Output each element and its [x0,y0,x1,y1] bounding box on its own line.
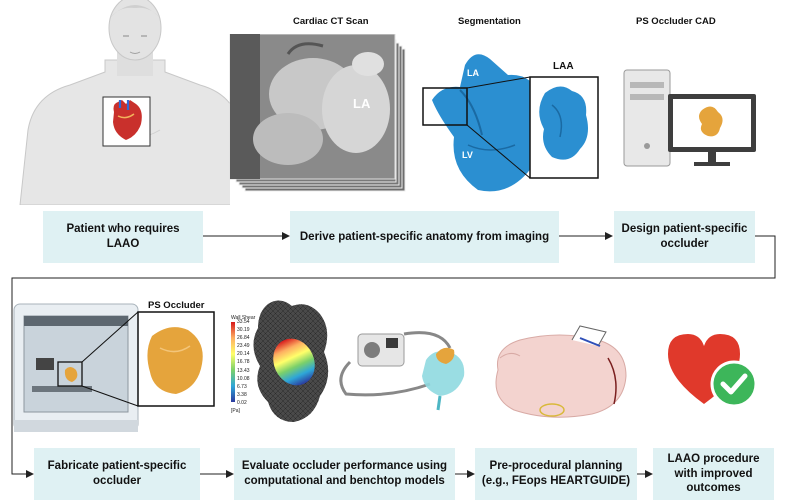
legend-value: 16.78 [237,359,250,366]
cad-caption: PS Occluder CAD [636,16,716,27]
legend-value: 30.19 [237,327,250,334]
legend-value: 6.73 [237,383,247,390]
seg-lv-label: LV [462,150,473,160]
legend-value: 23.49 [237,343,250,350]
legend-value: 33.54 [237,319,250,325]
ct-la-label: LA [353,96,371,111]
laa-zoom-frame-small [422,87,468,126]
legend-value: 3.38 [237,391,247,398]
3d-printer [13,303,215,432]
step-laao-outcome: LAAO procedure with improved outcomes [653,448,774,500]
printed-occluder [64,367,78,382]
heart-check-icon [668,334,758,408]
laa-segment [539,86,588,160]
occluder-caption: PS Occluder [148,300,205,311]
benchtop-flow-loop [339,331,465,411]
segmentation-caption: Segmentation [458,16,521,27]
step-derive-anatomy: Derive patient-specific anatomy from ima… [290,211,559,263]
legend-title: Wall Shear [231,315,256,321]
cad-computer [623,69,756,167]
legend-value: 26.84 [237,335,250,342]
legend-value: 0.02 [237,399,247,406]
legend-value: 13.43 [237,367,250,374]
heart-phantom [422,351,465,396]
step-fabricate-occluder: Fabricate patient-specific occluder [34,448,200,500]
seg-la-label: LA [467,68,479,78]
legend-unit: [Pa] [231,408,240,414]
step-patient: Patient who requires LAAO [43,211,203,263]
pre-procedural-planning-model [495,325,627,418]
anatomical-heart-icon [113,100,142,140]
cfd-wall-shear-model [253,300,329,422]
occluder-closeup [147,327,203,394]
legend-value: 10.08 [237,375,250,382]
laa-label: LAA [553,61,574,72]
segmentation-model [422,54,599,192]
step-design-occluder: Design patient-specific occluder [614,211,755,263]
patient-illustration [19,0,230,205]
step-pre-procedural-planning: Pre-procedural planning (e.g., FEops HEA… [475,448,637,500]
legend-value: 20.14 [237,351,250,358]
ct-caption: Cardiac CT Scan [293,16,369,27]
wall-shear-hotspot [273,338,315,386]
step-evaluate-performance: Evaluate occluder performance using comp… [234,448,455,500]
ct-scan-stack [229,34,406,192]
printer-zoom-frame-small [57,361,83,387]
green-check-circle [710,360,758,408]
cad-occluder-model [699,106,723,137]
check-mark-icon [720,373,748,395]
arrow-design-fabricate [11,235,776,478]
